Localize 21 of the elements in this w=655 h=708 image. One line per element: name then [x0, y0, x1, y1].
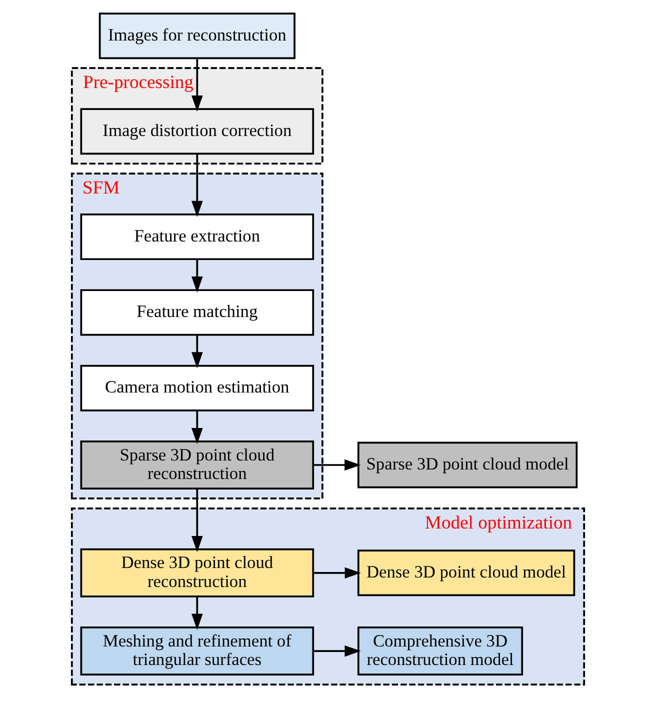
arrow [191, 259, 202, 293]
arrow [191, 334, 202, 368]
arrow [191, 410, 202, 444]
node-box: Camera motion estimation [80, 364, 314, 412]
node-box: Comprehensive 3D reconstruction model [356, 626, 523, 676]
arrow [312, 459, 360, 471]
arrow [191, 154, 202, 218]
node-box: Sparse 3D point cloud reconstruction [80, 440, 314, 490]
node-box: Feature matching [80, 289, 314, 336]
node-box: Sparse 3D point cloud model [356, 442, 578, 488]
node-box: Image distortion correction [80, 108, 314, 155]
arrow [191, 58, 202, 112]
node-box: Feature extraction [80, 214, 314, 260]
node-box: Dense 3D point cloud reconstruction [80, 548, 314, 598]
node-box: Images for reconstruction [98, 12, 295, 60]
node-box: Meshing and refinement of triangular surfaces [80, 626, 314, 676]
arrow [191, 488, 202, 552]
arrow [191, 596, 202, 630]
node-box: Dense 3D point cloud model [356, 550, 575, 596]
arrow [312, 645, 360, 657]
arrow [312, 567, 360, 579]
